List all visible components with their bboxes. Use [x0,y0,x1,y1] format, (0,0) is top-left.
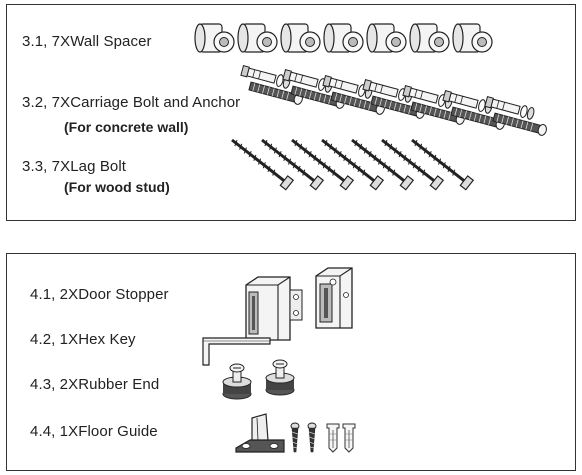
wall-spacer-icon-group [194,23,493,53]
screw-icon [307,422,317,453]
hardware-panel-accessories [6,253,576,471]
item-carriage-bolt-note: (For concrete wall) [64,119,189,135]
carriage-bolt-icon-group [240,64,549,137]
hex-key-icon [202,337,271,366]
door-stopper-icon [315,267,353,329]
lag-bolt-icon-group [226,133,475,192]
item-hex-key-label: 4.2, 1XHex Key [30,331,136,348]
item-floor-guide-label: 4.4, 1XFloor Guide [30,423,158,440]
item-lag-bolt-note: (For wood stud) [64,179,170,195]
door-stopper-icon [245,276,303,341]
wall-plug-icon [342,423,356,453]
floor-guide-icon [235,413,285,453]
item-carriage-bolt-label: 3.2, 7XCarriage Bolt and Anchor [22,94,241,111]
item-door-stopper-label: 4.1, 2XDoor Stopper [30,286,169,303]
wall-plug-icon [326,423,340,453]
item-wall-spacer-label: 3.1, 7XWall Spacer [22,33,152,50]
rubber-end-icon [222,363,252,400]
item-rubber-end-label: 4.3, 2XRubber End [30,376,160,393]
rubber-end-icon [265,359,295,396]
item-lag-bolt-label: 3.3, 7XLag Bolt [22,158,127,175]
screw-icon [290,422,300,453]
